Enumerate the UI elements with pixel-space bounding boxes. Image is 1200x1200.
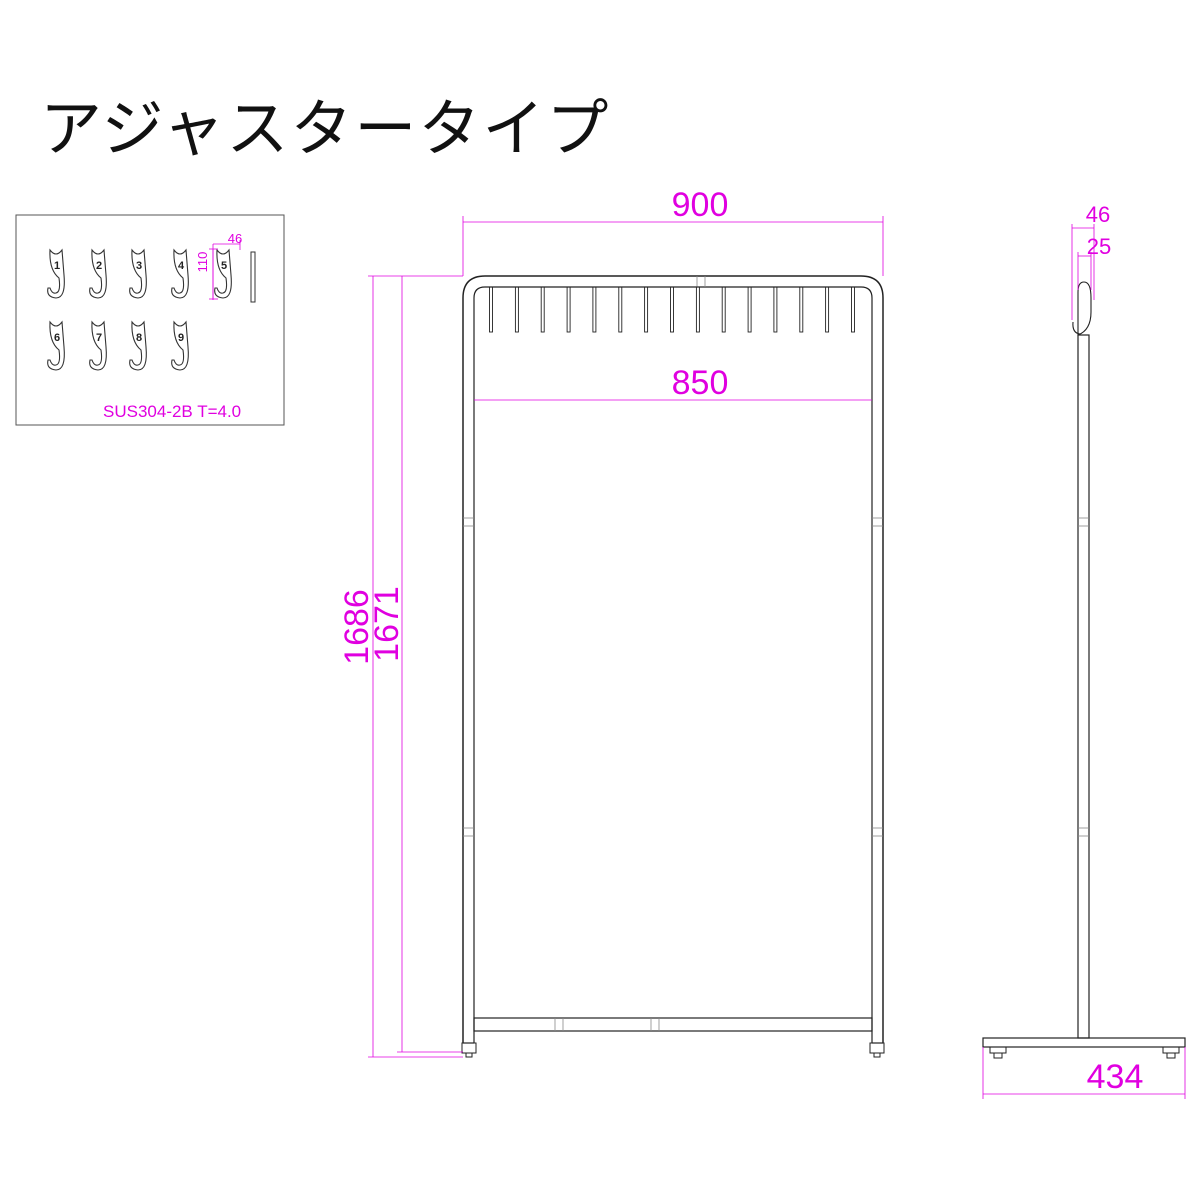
hook-panel: 1 2 3 4 5 6 7 8 9 46 110 SUS304-2B T=4.0 [15, 214, 285, 426]
hook-variant-7: 7 [89, 320, 107, 371]
adjuster-right [869, 1042, 885, 1058]
side-hook-profile [1072, 281, 1092, 336]
front-hook [514, 286, 519, 333]
side-upright [1077, 334, 1090, 1039]
frame-joints [463, 276, 883, 1031]
hook-variant-4: 4 [171, 248, 189, 299]
dim-hook-depth-label: 46 [1086, 202, 1110, 227]
hook-number-label: 3 [136, 260, 142, 272]
hook-outline [89, 320, 107, 371]
hook-variant-3: 3 [129, 248, 147, 299]
bottom-crossbar [473, 1017, 873, 1032]
hook-number-label: 4 [178, 260, 185, 272]
hook-outline [214, 248, 232, 299]
front-hook [670, 286, 674, 333]
hook-number-label: 8 [136, 332, 142, 344]
hook-side-profile [250, 251, 256, 303]
front-hook [566, 286, 571, 333]
material-label: SUS304-2B T=4.0 [103, 402, 241, 421]
front-hook [540, 286, 545, 333]
hook-outline [171, 320, 189, 371]
hook-variant-1: 1 [47, 248, 65, 299]
front-hook [825, 286, 830, 333]
front-hooks [489, 286, 855, 333]
frame-outer [462, 275, 884, 1043]
dim-base-depth [982, 1047, 1186, 1099]
hook-outline [171, 248, 189, 299]
dim-side-hook [1071, 224, 1095, 320]
side-adjuster-left [989, 1046, 1007, 1059]
hook-number-label: 5 [221, 260, 227, 272]
front-hook [721, 286, 726, 333]
front-hook [747, 286, 752, 333]
dim-outer-width [462, 216, 884, 276]
hook-variant-2: 2 [89, 248, 107, 299]
front-hook [489, 286, 493, 333]
hook-width-label: 46 [228, 231, 242, 246]
side-joints [1078, 517, 1089, 837]
dim-inner-label: 25 [1087, 234, 1111, 259]
hook-height-label: 110 [195, 252, 210, 273]
dim-base-depth-label: 434 [1087, 1058, 1144, 1096]
hook-variant-5: 5 [214, 248, 232, 299]
adjuster-left [461, 1042, 477, 1058]
front-view: 900 850 1686 1671 [338, 186, 885, 1058]
hook-variants: 1 2 3 4 5 6 7 8 9 [47, 248, 232, 371]
front-hook [644, 286, 649, 333]
hook-number-label: 6 [54, 332, 60, 344]
side-adjuster-right [1162, 1046, 1180, 1059]
side-view: 46 25 434 [982, 202, 1186, 1099]
hook-dimension: 46 110 [195, 231, 242, 300]
front-hook [799, 286, 804, 333]
hook-variant-9: 9 [171, 320, 189, 371]
hook-variant-8: 8 [129, 320, 147, 371]
hook-number-label: 9 [178, 332, 184, 344]
hook-number-label: 1 [54, 260, 60, 272]
hook-outline [47, 320, 65, 371]
dim-total-height-label: 1686 [338, 589, 376, 665]
hook-panel-border [15, 214, 285, 426]
front-hook [695, 286, 700, 333]
hook-outline [47, 248, 65, 299]
front-hook [773, 286, 778, 333]
hook-outline [129, 320, 147, 371]
dim-inner-width-label: 850 [672, 364, 729, 402]
front-hook [851, 286, 855, 333]
hook-outline [89, 248, 107, 299]
front-hook [592, 286, 597, 333]
page-title: アジャスタータイプ [40, 92, 611, 165]
dim-heights [368, 275, 463, 1058]
hook-number-label: 2 [96, 260, 102, 272]
front-hook [618, 286, 623, 333]
side-base [982, 1037, 1186, 1048]
hook-variant-6: 6 [47, 320, 65, 371]
hook-number-label: 7 [96, 332, 102, 344]
hook-outline [129, 248, 147, 299]
dim-frame-height-label: 1671 [368, 586, 406, 662]
dim-outer-width-label: 900 [672, 186, 729, 224]
